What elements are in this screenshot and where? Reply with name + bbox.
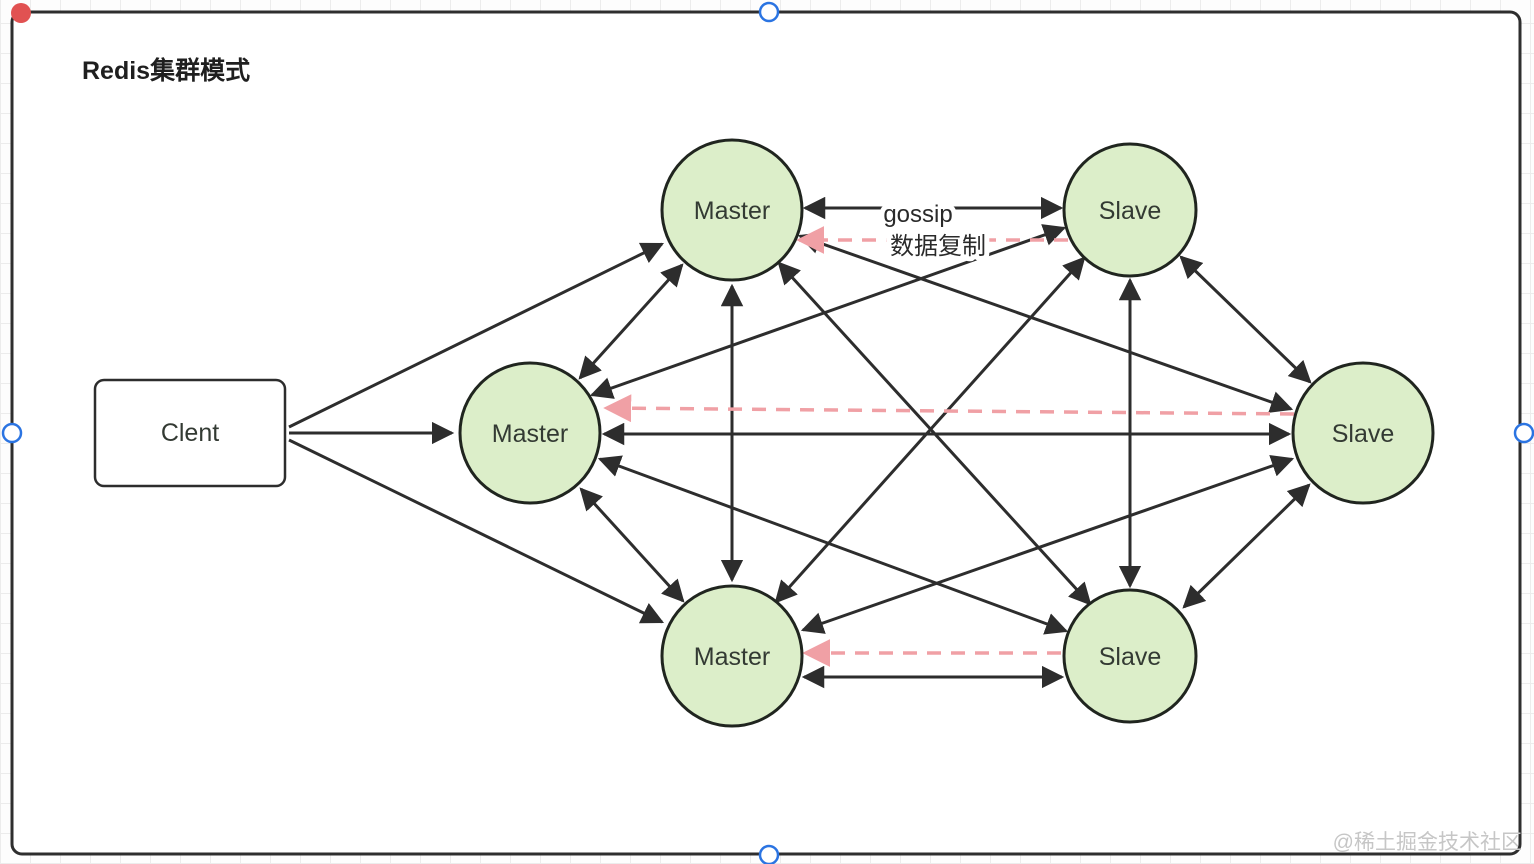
client-node-label: Clent bbox=[161, 419, 219, 447]
node-master-bottom-label: Master bbox=[694, 643, 770, 671]
node-master-top-label: Master bbox=[694, 197, 770, 225]
replication-label: 数据复制 bbox=[890, 233, 986, 260]
diagram-title: Redis集群模式 bbox=[82, 56, 250, 85]
resize-handle-right[interactable] bbox=[1513, 422, 1534, 444]
node-slave-top-label: Slave bbox=[1099, 197, 1162, 225]
client-node[interactable] bbox=[93, 378, 287, 488]
resize-handle-top[interactable] bbox=[758, 1, 780, 23]
node-master-mid-label: Master bbox=[492, 420, 568, 448]
edge-slave-right-slave-bottom[interactable] bbox=[1182, 483, 1311, 609]
node-slave-bottom-label: Slave bbox=[1099, 643, 1162, 671]
watermark: @稀土掘金技术社区 bbox=[1333, 831, 1522, 854]
node-slave-bottom[interactable] bbox=[1062, 588, 1198, 724]
node-slave-right-label: Slave bbox=[1332, 420, 1395, 448]
gossip-label: gossip bbox=[883, 201, 952, 228]
node-master-bottom[interactable] bbox=[660, 584, 804, 728]
resize-handle-left[interactable] bbox=[1, 422, 23, 444]
resize-handle-bottom[interactable] bbox=[758, 844, 780, 864]
node-slave-right[interactable] bbox=[1291, 361, 1435, 505]
replication-arrow-slave-right-master-mid[interactable] bbox=[603, 394, 1295, 423]
node-master-mid[interactable] bbox=[458, 361, 602, 505]
corner-handle-red[interactable] bbox=[11, 3, 31, 23]
node-slave-top[interactable] bbox=[1062, 142, 1198, 278]
node-master-top[interactable] bbox=[660, 138, 804, 282]
edge-slave-top-slave-right[interactable] bbox=[1179, 255, 1312, 384]
